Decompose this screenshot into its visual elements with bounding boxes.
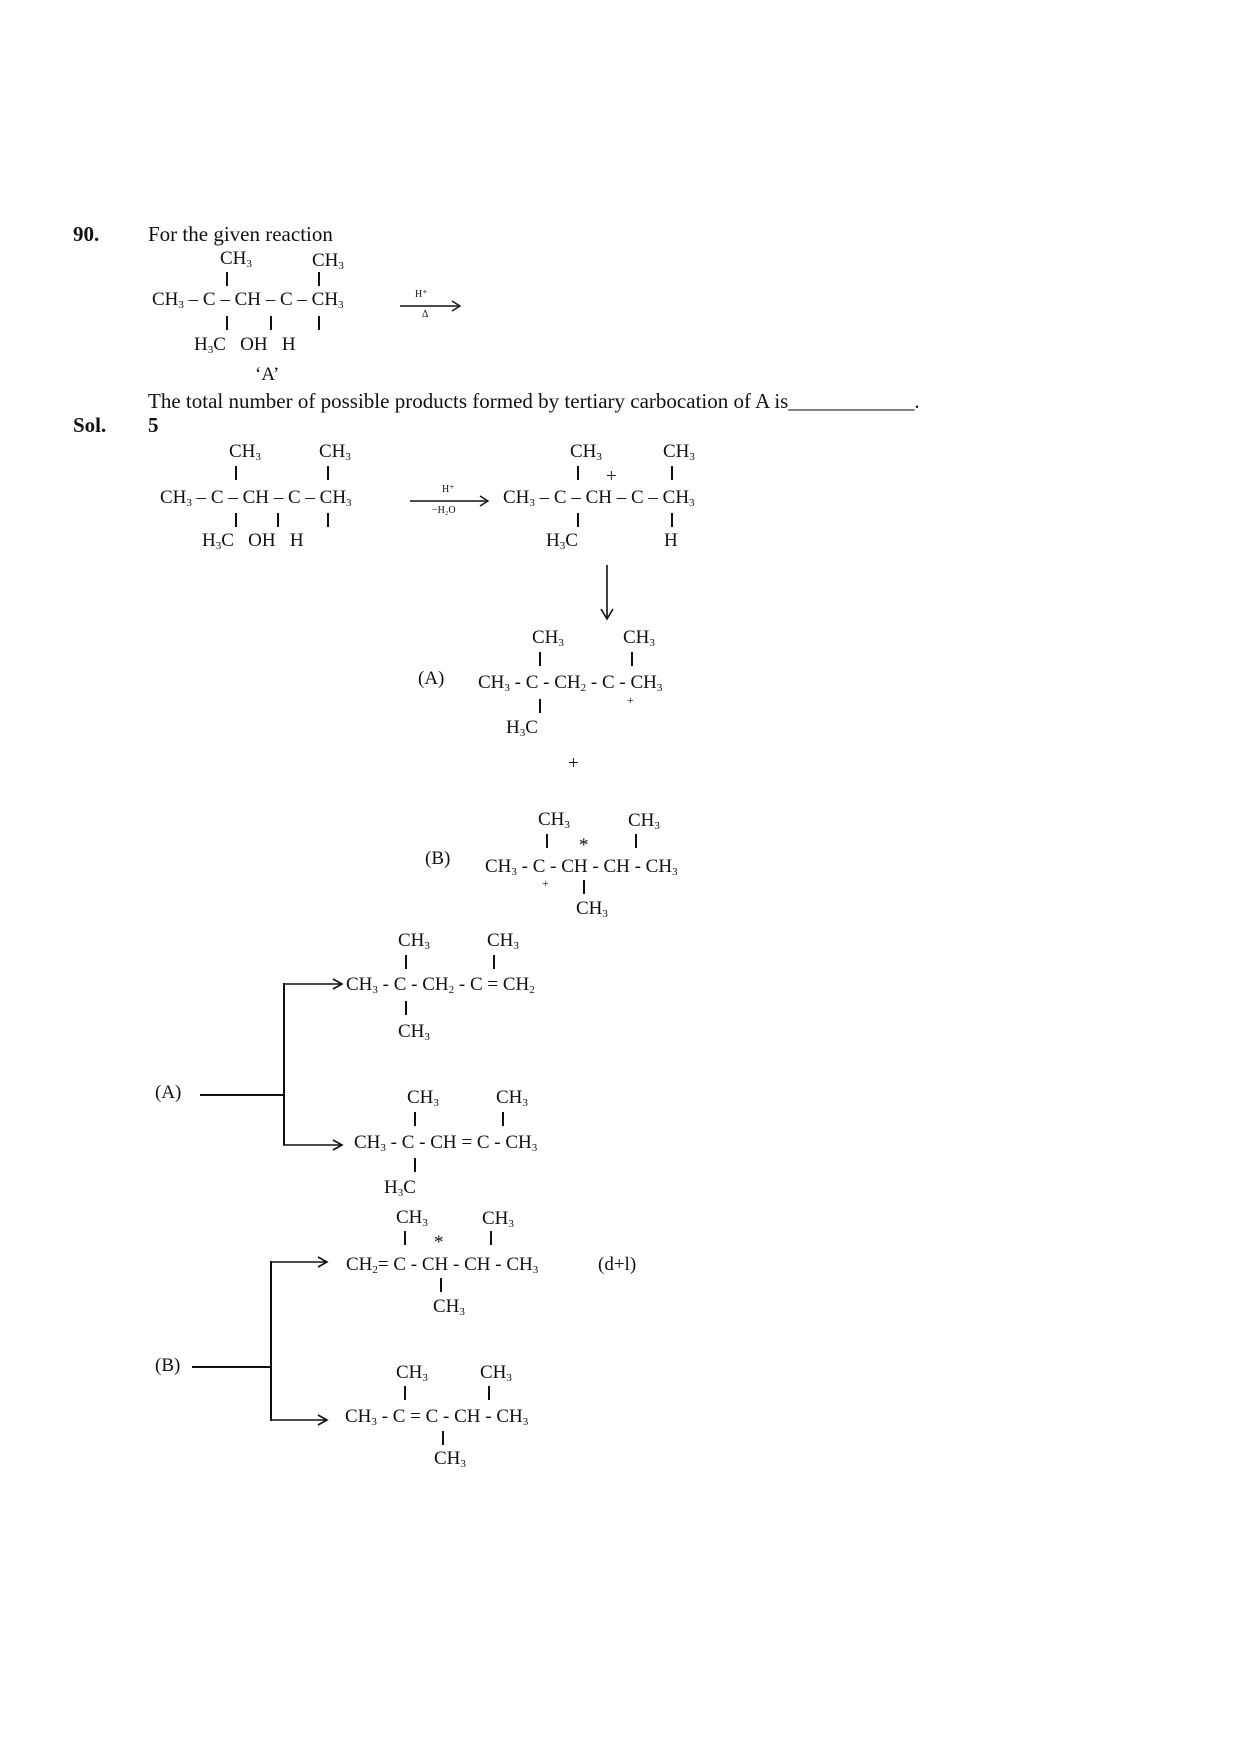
step1-reagent-bottom: −H₂O <box>432 505 456 516</box>
branch-a-arrow-1 <box>283 978 344 990</box>
branch-b-label: (B) <box>155 1355 181 1376</box>
intermediate-b-label: (B) <box>425 848 451 869</box>
reaction-arrow <box>400 300 462 312</box>
reagent-bottom: Δ <box>422 309 429 320</box>
down-arrow <box>600 565 614 621</box>
step1-arrow <box>410 495 490 507</box>
branch-a-arrow-2 <box>283 1139 344 1151</box>
question-text: The total number of possible products fo… <box>148 389 920 413</box>
plus-sign: + <box>568 753 579 774</box>
reactant-label: ‘A’ <box>255 364 280 385</box>
question-intro: For the given reaction <box>148 222 333 246</box>
solution-answer: 5 <box>148 413 159 437</box>
branch-a-label: (A) <box>155 1082 182 1103</box>
solution-label: Sol. <box>73 413 107 437</box>
branch-a-stem <box>200 1094 284 1096</box>
chirality-note: (d+l) <box>598 1254 637 1275</box>
branch-b-arrow-1 <box>270 1256 329 1268</box>
question-number: 90. <box>73 222 100 246</box>
branch-b-arrow-2 <box>270 1414 329 1426</box>
intermediate-a-label: (A) <box>418 668 445 689</box>
chiral-star: * <box>434 1232 444 1253</box>
branch-b-trunk <box>270 1261 272 1421</box>
reagent-top: H⁺ <box>415 289 428 300</box>
step1-reagent-top: H⁺ <box>442 484 455 495</box>
branch-a-trunk <box>283 983 285 1145</box>
branch-b-stem <box>192 1366 272 1368</box>
